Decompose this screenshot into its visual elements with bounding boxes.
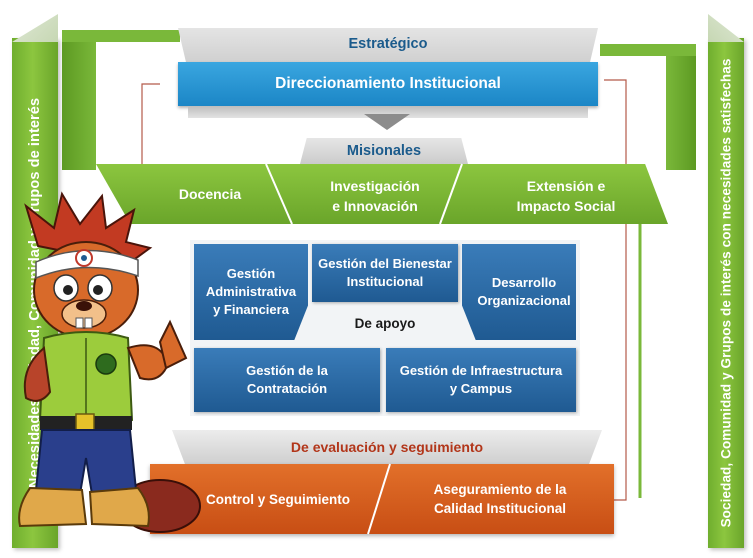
apoyo-contratacion-line1: Gestión de la [246,363,328,378]
apoyo-infra-line1: Gestión de Infraestructura [399,363,563,378]
estrategico-header: Estratégico [178,28,598,64]
misional-extension-line1: Extensión e [526,178,606,194]
misional-extension-line2: Impacto Social [516,198,616,214]
apoyo-bienestar-line1: Gestión del Bienestar [318,256,452,271]
left-connector-line [141,83,160,168]
eval-control-seguimiento: Control y Seguimiento [190,466,366,532]
misional-docencia: Docencia [150,166,270,222]
misionales-band [96,164,668,224]
eval-aseguramiento-calidad: Aseguramiento de la Calidad Instituciona… [392,466,608,532]
right-connector-line [604,79,627,501]
misional-investigacion: Investigación e Innovación [290,170,460,222]
misionales-label: Misionales [346,143,422,159]
apoyo-label: De apoyo [354,316,416,331]
misional-extension: Extensión e Impacto Social [486,170,646,222]
apoyo-contratacion-line2: Contratación [246,381,328,396]
eval-aseguramiento-line2: Calidad Institucional [433,501,566,516]
estrategico-label: Estratégico [348,36,428,52]
apoyo-adm-line3: y Financiera [213,302,289,317]
evaluacion-header: De evaluación y seguimiento [172,430,602,464]
evaluacion-band [150,464,614,534]
apoyo-gestion-infraestructura: Gestión de Infraestructura y Campus [386,348,576,412]
apoyo-infra-line2: y Campus [449,381,513,396]
apoyo-gestion-bienestar: Gestión del Bienestar Institucional [312,244,458,302]
apoyo-gestion-administrativa: Gestión Administrativa y Financiera [194,244,308,340]
apoyo-adm-line2: Administrativa [205,284,297,299]
apoyo-gestion-contratacion: Gestión de la Contratación [194,348,380,412]
apoyo-bienestar-line2: Institucional [346,274,424,289]
beaver-mascot-icon [18,191,201,533]
misionales-header: Misionales [300,138,468,164]
green-frame-top-right [600,44,696,56]
misional-investigacion-line1: Investigación [330,178,420,194]
eval-aseguramiento-line1: Aseguramiento de la [433,482,567,497]
evaluacion-label: De evaluación y seguimiento [290,439,484,455]
apoyo-adm-line1: Gestión [226,266,276,281]
misional-docencia-line1: Docencia [178,186,242,202]
misional-investigacion-line2: e Innovación [332,198,418,214]
apoyo-desarrollo-organizacional: Desarrollo Organizacional [462,244,576,340]
direccionamiento-box: Direccionamiento Institucional [178,62,598,106]
green-frame-left [62,38,96,170]
eval-control-line1: Control y Seguimiento [205,491,350,507]
right-output-bar: Sociedad, Comunidad y Grupos de interés … [708,38,744,548]
apoyo-desarrollo-line1: Desarrollo [491,275,557,290]
green-frame-right [666,52,696,170]
direccionamiento-label: Direccionamiento Institucional [275,75,501,92]
direccionamiento-shadow [188,106,588,118]
apoyo-desarrollo-line2: Organizacional [477,293,571,308]
green-frame-top-left [62,30,180,42]
